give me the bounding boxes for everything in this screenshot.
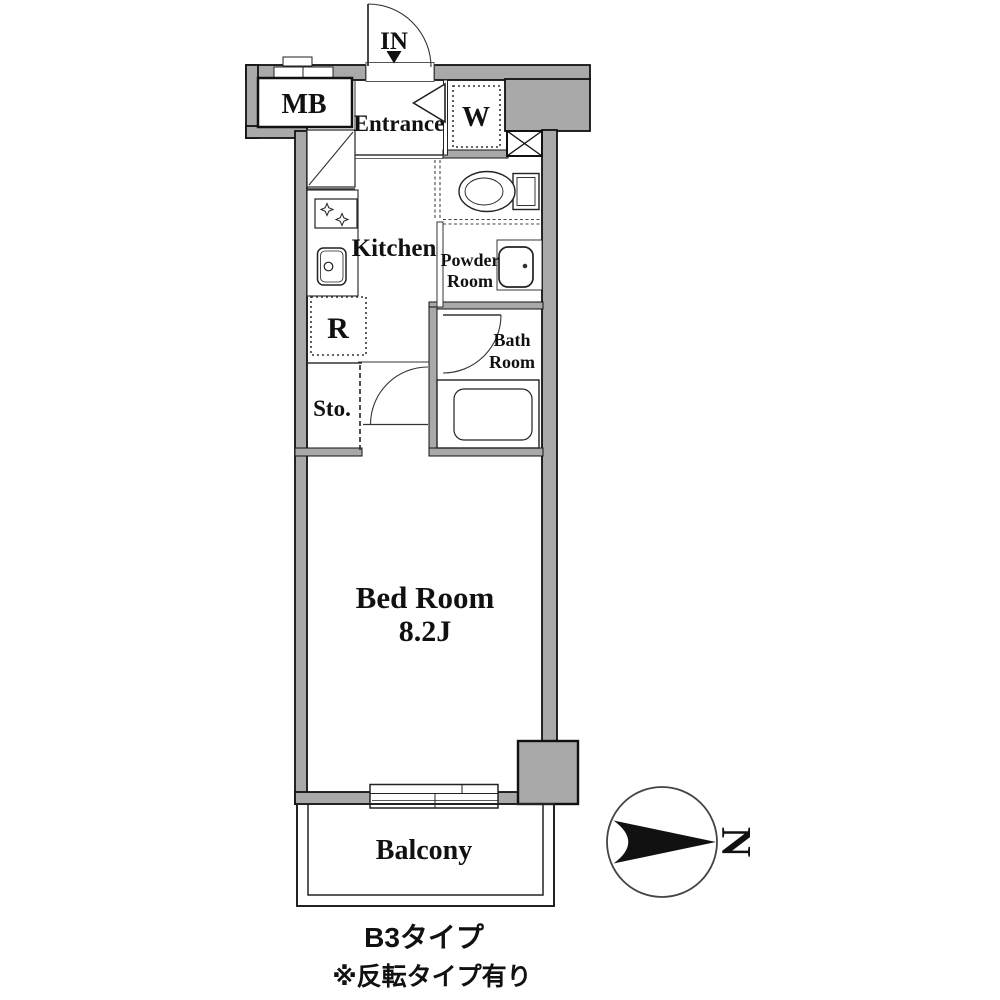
- label-powder-2: Room: [447, 271, 493, 291]
- stove-icon: [314, 198, 358, 229]
- mb-room-box: [256, 76, 354, 129]
- toilet-partition-folding-door: [434, 160, 541, 225]
- label-bath-1: Bath: [493, 330, 530, 350]
- pillar: [516, 739, 580, 806]
- wall-block-top-right: [504, 78, 591, 132]
- walls: [245, 64, 591, 806]
- entrance-step: [354, 80, 443, 159]
- pipe-shaft-x-icon: [506, 130, 543, 157]
- label-powder-1: Powder: [441, 250, 500, 270]
- wall-left: [294, 130, 308, 805]
- plan-title: B3タイプ: [364, 922, 485, 953]
- shoe-closet: [306, 129, 356, 193]
- wall-bottom-left: [294, 791, 372, 805]
- entrance-door-triangle-icon: [411, 82, 446, 124]
- north-arrow-icon: [613, 820, 716, 864]
- label-storage: Sto.: [313, 396, 351, 421]
- label-bedroom-size: 8.2J: [399, 615, 452, 648]
- storage-closet: [307, 362, 362, 450]
- compass-north-label: N: [712, 827, 758, 857]
- powder-left-wall: [436, 221, 444, 308]
- front-door-arc: [367, 3, 432, 68]
- label-in: IN: [380, 28, 408, 55]
- front-door-opening: [365, 62, 435, 82]
- washer-space: [452, 85, 501, 148]
- label-bedroom-name: Bed Room: [356, 580, 495, 615]
- bath-door-arc: [442, 314, 502, 374]
- wall-right: [541, 129, 558, 743]
- washbasin-icon: [496, 239, 543, 291]
- label-bath-2: Room: [489, 352, 535, 372]
- toilet-icon: [458, 170, 540, 213]
- mb-vent: [282, 56, 313, 67]
- bathtub-icon: [436, 379, 540, 449]
- wall-powder-bottom: [428, 301, 544, 310]
- window-sliding: [369, 783, 499, 809]
- label-refrigerator: R: [327, 312, 349, 345]
- label-kitchen: Kitchen: [352, 235, 437, 262]
- wall-top-right: [433, 64, 591, 81]
- label-entrance: Entrance: [354, 111, 445, 136]
- refrigerator-space: [310, 296, 367, 356]
- plan-note: ※反転タイプ有り: [332, 963, 531, 991]
- bedroom-door-arc: [363, 366, 429, 426]
- compass-icon: N: [606, 786, 758, 898]
- label-mb: MB: [281, 89, 326, 120]
- wall-bath-bottom: [428, 447, 544, 457]
- wall-bath-left: [428, 306, 438, 457]
- in-arrow-icon: [386, 51, 402, 64]
- kitchen-sink-icon: [316, 247, 347, 286]
- label-balcony: Balcony: [376, 835, 472, 866]
- wall-w-niche-bottom: [442, 149, 509, 159]
- label-washer: W: [462, 102, 490, 133]
- balcony-rail: [296, 803, 555, 907]
- wall-storage-bottom: [294, 447, 363, 457]
